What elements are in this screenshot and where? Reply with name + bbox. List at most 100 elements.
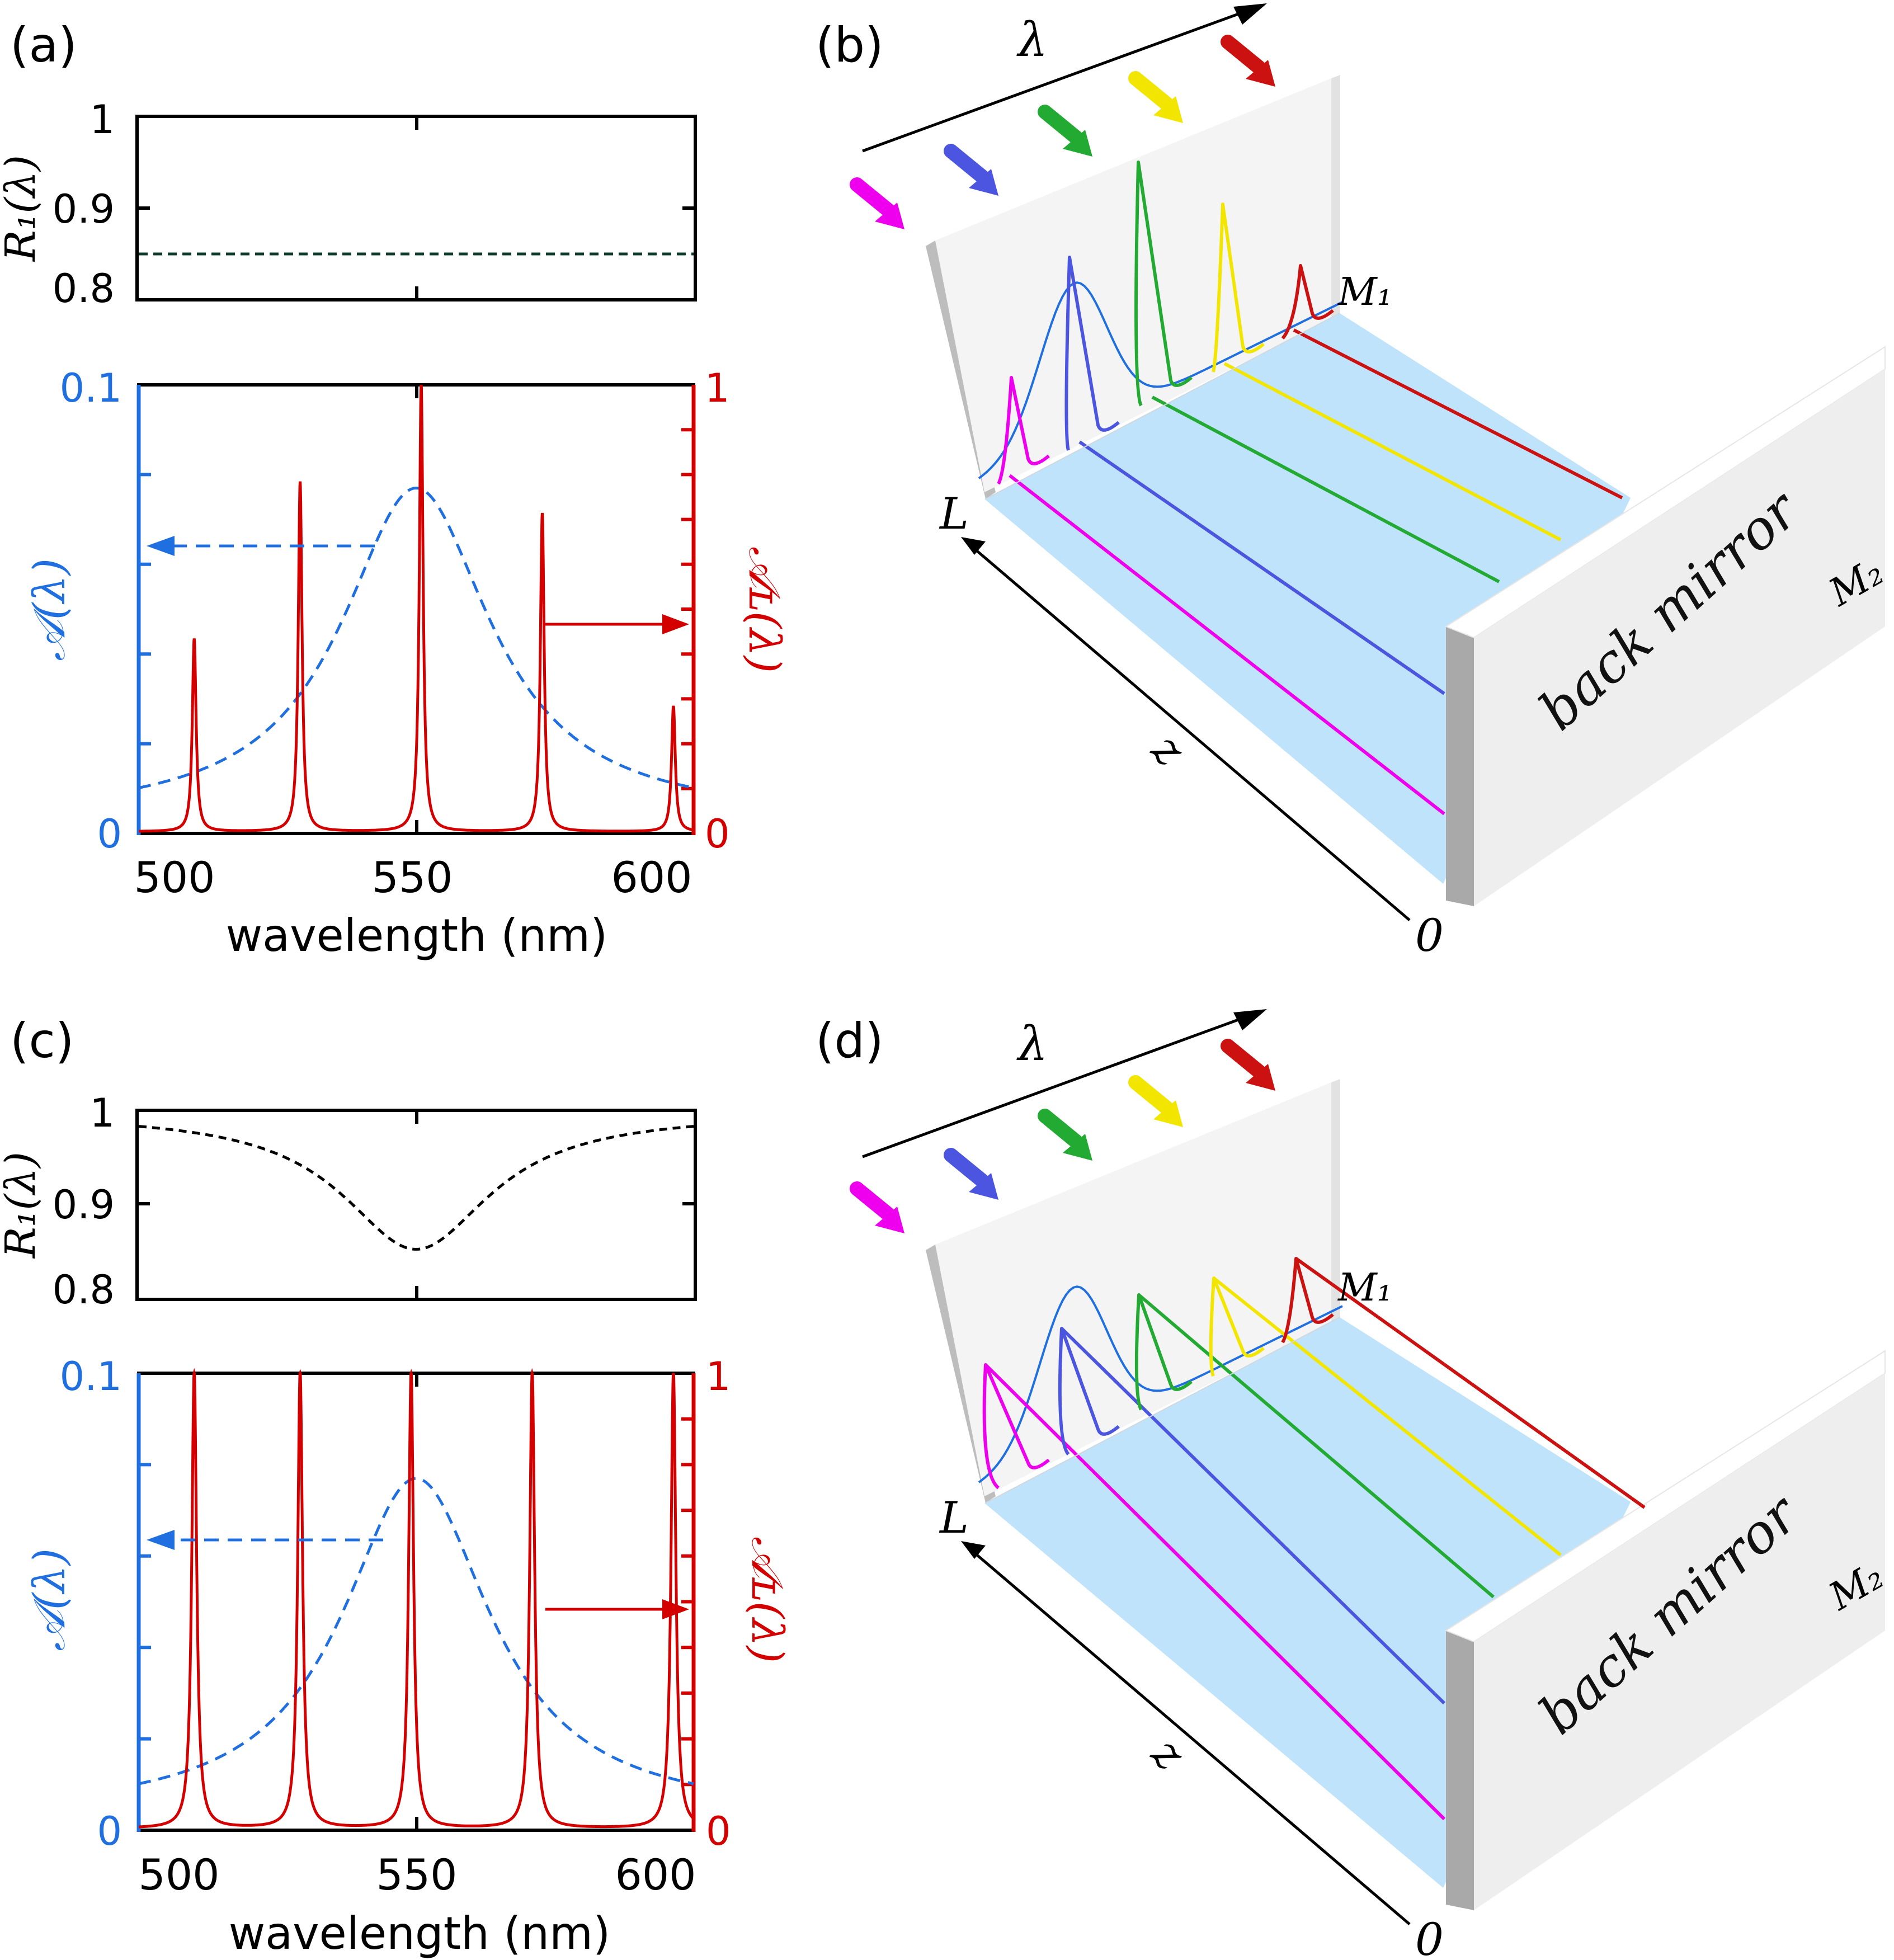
wall-side xyxy=(1331,1079,1340,1323)
field-decay-line xyxy=(1293,328,1623,500)
xlabel: wavelength (nm) xyxy=(226,910,608,962)
floor-edge xyxy=(985,1317,1340,1504)
field-decay-line xyxy=(1138,1293,1495,1599)
xtick-500: 500 xyxy=(138,1850,219,1900)
m1-spectrum-curve xyxy=(978,1285,1343,1483)
r1-ylabel: R₁(λ) xyxy=(0,1152,45,1259)
wavelength-arrow-head xyxy=(1246,60,1275,87)
z-axis-line xyxy=(969,1548,1411,1925)
field-decay-line xyxy=(1295,1257,1646,1509)
right-ylabel: 𝒜ʟ(λ) xyxy=(742,1537,792,1663)
absorption-total-curve xyxy=(138,486,694,789)
absorption-total-curve xyxy=(138,1477,694,1785)
wavelength-arrow-head xyxy=(1246,1064,1275,1091)
field-decay-line xyxy=(1151,395,1500,583)
field-decay-line xyxy=(1060,1327,1446,1705)
wall-side xyxy=(1331,75,1340,319)
lambda-arrow-head xyxy=(1233,3,1267,25)
zero-label: 0 xyxy=(1415,1914,1444,1960)
wavelength-arrow-head xyxy=(875,202,904,229)
wavelength-arrow-head xyxy=(1063,130,1092,157)
left-tick-0: 0 xyxy=(97,811,122,857)
xlabel: wavelength (nm) xyxy=(229,1907,611,1959)
panel-label-d: (d) xyxy=(816,1013,884,1069)
cavity-illustration xyxy=(850,35,1886,906)
wavelength-arrow-shaft xyxy=(1128,1075,1174,1115)
left-tick-0.1: 0.1 xyxy=(60,365,122,411)
xtick-500: 500 xyxy=(134,852,215,902)
wavelength-arrow-head xyxy=(1153,96,1183,123)
z-arrow-head xyxy=(961,1541,986,1559)
xtick-550: 550 xyxy=(371,852,453,902)
wavelength-arrow-shaft xyxy=(850,177,895,217)
absorption-layer-curve xyxy=(138,1368,695,1829)
resonance-peak xyxy=(982,1363,1050,1490)
r1-plot-c: 1 0.9 0.8 R₁(λ) xyxy=(0,1090,697,1313)
panel-label-b: (b) xyxy=(816,17,884,73)
lambda-arrow-head xyxy=(1233,1009,1267,1030)
panel-c: (c) 1 0.9 0.8 R₁(λ) xyxy=(0,1013,792,1959)
right-arrow-head xyxy=(662,1599,689,1619)
wavelength-arrow-shaft xyxy=(850,1181,895,1221)
right-ylabel: 𝒜ʟ(λ) xyxy=(739,546,789,673)
lambda-label: λ xyxy=(1016,12,1048,67)
mirror-side xyxy=(1446,626,1474,906)
xtick-600: 600 xyxy=(615,1850,696,1900)
right-tick-1: 1 xyxy=(706,1354,731,1400)
right-ticks xyxy=(681,428,694,790)
absorption-plot-a: 0.1 0 1 0 𝒜(λ) 𝒜ʟ(λ) 500 550 600 wavelen… xyxy=(25,365,789,962)
field-decay-line xyxy=(1078,440,1445,695)
panel-label-c: (c) xyxy=(10,1013,74,1069)
resonance-peak xyxy=(1281,264,1334,340)
panel-d: (d) λ L 0 z M₁ M₂ back mirror xyxy=(816,1009,1891,1960)
wavelength-arrow-head xyxy=(969,1173,998,1200)
left-ylabel: 𝒜(λ) xyxy=(25,558,75,661)
resonance-peak xyxy=(1209,1276,1265,1377)
resonance-peak xyxy=(997,376,1050,485)
ytick-label-0.8: 0.8 xyxy=(53,1267,115,1313)
absorption-layer-curve xyxy=(139,384,694,833)
r1-curve xyxy=(138,1125,694,1251)
resonance-peak xyxy=(1134,1293,1193,1411)
resonance-peak xyxy=(1281,1257,1334,1344)
mirror-face xyxy=(1474,1373,1885,1910)
zero-label: 0 xyxy=(1415,910,1444,962)
field-decay-line xyxy=(1009,474,1445,816)
r1-plot-frame xyxy=(135,115,697,301)
mirror-face xyxy=(1474,369,1885,906)
L-label: L xyxy=(939,489,969,539)
z-label: z xyxy=(1142,1728,1194,1780)
wavelength-arrow-shaft xyxy=(944,1148,989,1188)
right-ticks xyxy=(681,1417,694,1787)
resonance-peak xyxy=(1064,256,1120,451)
m1-label: M₁ xyxy=(1337,270,1392,314)
m1-label: M₁ xyxy=(1337,1266,1392,1310)
wavelength-arrow-shaft xyxy=(944,144,989,183)
left-tick-0.1: 0.1 xyxy=(60,1354,122,1400)
back-wall xyxy=(935,78,1331,492)
right-arrow-head xyxy=(662,614,689,634)
lambda-axis-arrow xyxy=(862,1010,1262,1158)
L-label: L xyxy=(939,1493,969,1543)
left-tick-0: 0 xyxy=(97,1808,122,1854)
wavelength-arrow-shaft xyxy=(1128,71,1174,111)
right-tick-1: 1 xyxy=(705,365,730,411)
right-tick-0: 0 xyxy=(705,811,730,857)
wavelength-arrow-shaft xyxy=(1038,1109,1083,1148)
ytick-label-1: 1 xyxy=(89,97,115,143)
right-tick-0: 0 xyxy=(706,1808,731,1854)
wavelength-arrow-head xyxy=(1153,1100,1183,1127)
resonance-peak xyxy=(1212,202,1265,373)
panel-b: (b) λ L 0 z M₁ M₂ back mirror xyxy=(816,3,1891,962)
ytick-label-1: 1 xyxy=(89,1090,115,1136)
left-ticks xyxy=(139,473,151,746)
ytick-label-0.9: 0.9 xyxy=(53,1182,115,1228)
ytick-label-0.9: 0.9 xyxy=(53,186,115,232)
wavelength-arrow-shaft xyxy=(1038,105,1083,144)
back-wall xyxy=(935,1082,1331,1496)
panel-a: (a) 1 0.9 0.8 R₁(λ) xyxy=(0,17,789,962)
z-arrow-head xyxy=(961,537,986,555)
absorption-plot-c: 0.1 0 1 0 𝒜(λ) 𝒜ʟ(λ) 500 550 600 wavelen… xyxy=(25,1354,792,1959)
resonance-peak xyxy=(1058,1327,1120,1455)
